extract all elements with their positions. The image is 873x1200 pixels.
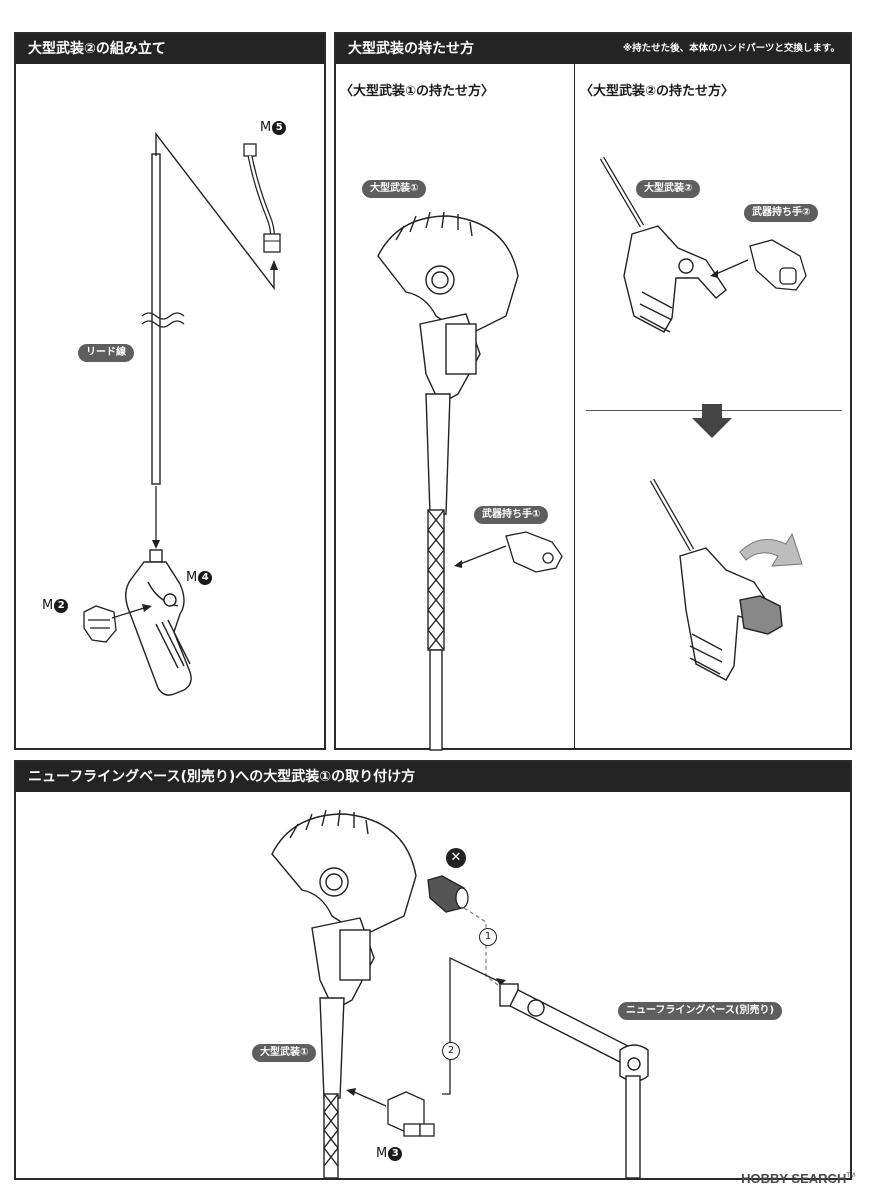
panel-note: ※持たせた後、本体のハンドパーツと交換します。 (622, 43, 840, 54)
step-1-badge: 1 (479, 928, 497, 946)
panel-title: 大型武装の持たせ方 ※持たせた後、本体のハンドパーツと交換します。 (336, 34, 850, 64)
down-arrow-icon (692, 404, 732, 438)
weapon1-tag: 大型武装① (252, 1044, 317, 1062)
panel-title-text: 大型武装の持たせ方 (348, 41, 474, 57)
hand1-tag: 武器持ち手① (474, 506, 549, 524)
panel-title: ニューフライングベース(別売り)への大型武装①の取り付け方 (16, 762, 850, 792)
panel-flying-base-mount: ニューフライングベース(別売り)への大型武装①の取り付け方 (14, 760, 852, 1180)
rotate-arrow-icon (739, 532, 803, 567)
weapon1-hold-subtitle: 〈大型武装①の持たせ方〉 (340, 84, 495, 99)
weapon2-assembly-illustration (83, 131, 281, 696)
weapon1-tag: 大型武装① (362, 180, 427, 198)
panel-title: 大型武装②の組み立て (16, 34, 324, 64)
x-mark-icon: ✕ (446, 848, 466, 868)
flying-base-tag: ニューフライングベース(別売り) (618, 1002, 783, 1020)
hobby-search-watermark: HOBBY SEARCHTM (741, 1171, 855, 1186)
weapon2-tag: 大型武装② (636, 180, 701, 198)
mount-illustration (271, 809, 649, 1179)
lead-wire-tag: リード線 (78, 344, 134, 362)
panel-how-to-hold: 大型武装の持たせ方 ※持たせた後、本体のハンドパーツと交換します。 〈大型武装①… (334, 32, 852, 751)
weapon2-hold-subtitle: 〈大型武装②の持たせ方〉 (580, 84, 735, 99)
hand2-tag: 武器持ち手② (744, 204, 819, 222)
step-2-badge: 2 (442, 1042, 460, 1060)
sub-divider (574, 64, 575, 750)
hold-illustration (377, 156, 807, 751)
panel-weapon2-assembly: 大型武装②の組み立て (14, 32, 326, 750)
